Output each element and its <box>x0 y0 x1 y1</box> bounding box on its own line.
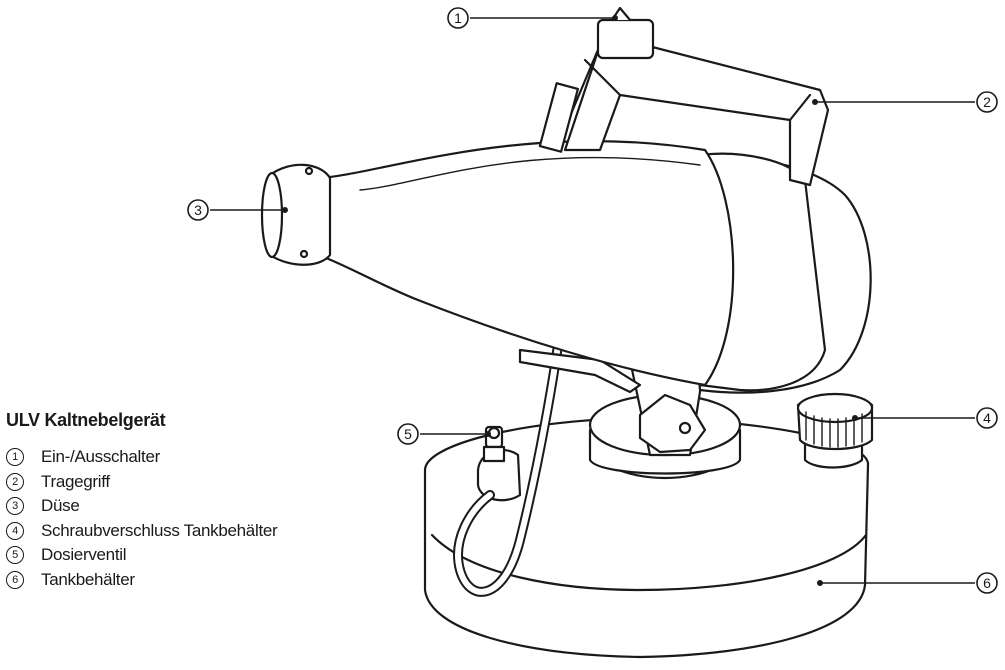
callout-4-badge <box>976 407 998 429</box>
cone-barrel <box>316 140 735 387</box>
callout-5-badge <box>397 423 419 445</box>
legend-label: Tankbehälter <box>41 569 135 589</box>
legend-label: Ein-/Ausschalter <box>41 447 160 467</box>
legend-item: 1 Ein-/Ausschalter <box>6 445 277 470</box>
legend-item: 3 Düse <box>6 494 277 519</box>
legend-number: 5 <box>6 546 24 565</box>
legend-number: 3 <box>6 497 24 516</box>
callout-3-number: 3 <box>194 202 202 218</box>
legend-number: 4 <box>6 521 24 540</box>
callout-2-badge <box>976 91 998 113</box>
legend-label: Düse <box>41 496 80 516</box>
callout-6-number: 6 <box>983 575 991 591</box>
legend-item: 4 Schraubverschluss Tankbehälter <box>6 519 278 544</box>
legend-item: 6 Tankbehälter <box>6 568 277 593</box>
callout-2-number: 2 <box>983 94 991 110</box>
legend-item: 5 Dosierventil <box>6 543 277 568</box>
legend-number: 1 <box>6 448 24 467</box>
legend-number: 2 <box>6 472 24 491</box>
callout-3-badge <box>187 199 209 221</box>
callout-6-badge <box>976 572 998 594</box>
legend-number: 6 <box>6 570 24 589</box>
legend-item: 2 Tragegriff <box>6 470 277 495</box>
diagram-title: ULV Kaltnebelgerät <box>6 410 166 430</box>
legend-label: Schraubverschluss Tankbehälter <box>41 520 278 540</box>
on-off-switch <box>596 18 655 60</box>
legend: ULV Kaltnebelgerät 1 Ein-/Ausschalter 2 … <box>6 410 278 593</box>
carry-handle <box>563 38 830 187</box>
callout-1-badge <box>447 7 469 29</box>
callout-5-number: 5 <box>404 426 412 442</box>
nozzle <box>268 163 332 266</box>
callout-1-number: 1 <box>454 10 462 26</box>
wing-nut <box>638 393 707 454</box>
legend-label: Tragegriff <box>41 471 110 491</box>
legend-label: Dosierventil <box>41 545 127 565</box>
callout-4-number: 4 <box>983 410 991 426</box>
